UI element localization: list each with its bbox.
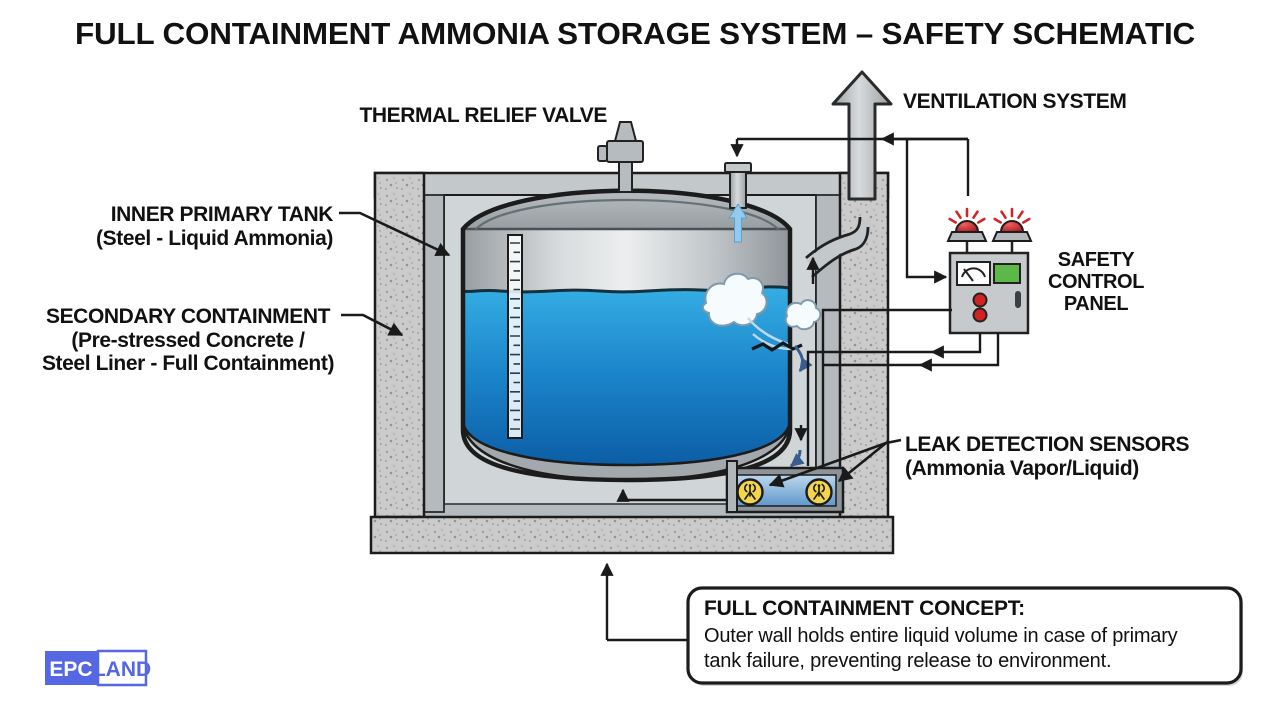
ventilation-up-arrow: [831, 70, 893, 201]
vapor-up-arrow-icon: [728, 203, 748, 243]
tank-ullage: [463, 229, 790, 292]
label-secondary-containment: SECONDARY CONTAINMENT: [46, 305, 331, 328]
logo-epc: EPC: [49, 658, 92, 681]
concept-callout-box: FULL CONTAINMENT CONCEPT: Outer wall hol…: [686, 586, 1243, 686]
ventilation-stack: [805, 70, 893, 279]
page-title: FULL CONTAINMENT AMMONIA STORAGE SYSTEM …: [75, 16, 1195, 51]
tray-lip: [726, 460, 738, 513]
tank-vent-nozzle: [724, 162, 752, 243]
vapor-down-arrow-icon: [789, 449, 805, 468]
thermal-relief-valve: [597, 121, 644, 193]
label-inner-primary-tank: INNER PRIMARY TANK: [111, 203, 333, 226]
callout-heading: FULL CONTAINMENT CONCEPT:: [704, 597, 1025, 620]
callout-body-2: tank failure, preventing release to envi…: [704, 650, 1111, 672]
label-leak-detection: LEAK DETECTION SENSORS: [905, 433, 1189, 456]
label-ventilation-system: VENTILATION SYSTEM: [903, 90, 1126, 113]
level-gauge: [507, 234, 523, 439]
liquid-ammonia: [463, 286, 790, 465]
brand-logo: EPC LAND: [45, 649, 151, 687]
safety-control-panel: [946, 207, 1033, 335]
vapor-cloud-large: [701, 272, 768, 327]
label-secondary-containment-sub1: (Pre-stressed Concrete /: [71, 329, 305, 352]
vapor-down-arrow-icon: [793, 345, 813, 373]
concrete-base: [369, 515, 895, 555]
label-inner-primary-tank-sub: (Steel - Liquid Ammonia): [96, 227, 333, 250]
tank-outline: [460, 188, 793, 483]
logo-land: LAND: [93, 658, 151, 681]
panel-display: [993, 263, 1021, 284]
label-safety-panel-1: SAFETY: [1058, 249, 1136, 271]
leak-visualization: [701, 256, 822, 468]
signal-lines: [600, 132, 1000, 642]
vent-duct: [806, 219, 872, 272]
label-leak-detection-sub: (Ammonia Vapor/Liquid): [905, 457, 1139, 480]
callout-body-1: Outer wall holds entire liquid volume in…: [704, 625, 1178, 647]
label-secondary-containment-sub2: Steel Liner - Full Containment): [42, 352, 334, 375]
label-safety-panel-3: PANEL: [1064, 293, 1128, 315]
label-thermal-relief-valve: THERMAL RELIEF VALVE: [359, 104, 607, 127]
leak-crack: [751, 341, 803, 352]
inner-primary-tank: [460, 188, 793, 483]
panel-button: [972, 307, 988, 323]
panel-handle: [1015, 291, 1021, 308]
label-safety-panel-2: CONTROL: [1048, 271, 1144, 293]
tank-dome: [463, 190, 790, 229]
steel-liner-left: [423, 194, 445, 513]
panel-gauge-icon: [956, 261, 991, 286]
gauge-ticks: [510, 242, 520, 430]
vapor-cloud-small: [784, 299, 822, 331]
leak-sensor-tray: [725, 460, 845, 514]
label-leaders: [339, 211, 902, 488]
panel-button: [972, 292, 988, 308]
